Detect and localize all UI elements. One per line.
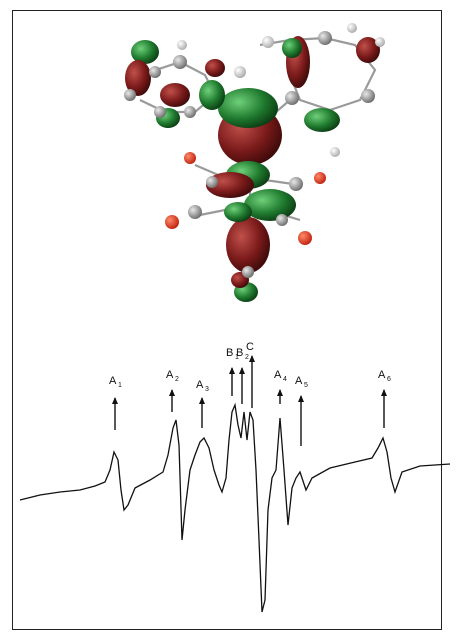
orbital-lobe xyxy=(244,189,296,221)
peak-label-subscript: 4 xyxy=(283,376,287,383)
peak-label: A xyxy=(109,375,117,387)
arrow-up-icon xyxy=(249,355,255,362)
orbital-lobe xyxy=(224,202,252,222)
orbital-lobe xyxy=(131,40,159,64)
orbital-lobe xyxy=(218,88,278,128)
arrow-up-icon xyxy=(298,395,304,402)
peak-label-subscript: 1 xyxy=(118,382,122,389)
orbital-lobe xyxy=(206,172,254,198)
arrow-up-icon xyxy=(381,389,387,396)
orbital-lobe xyxy=(356,37,380,63)
molecule-orbital-illustration xyxy=(124,23,385,302)
orbital-lobe xyxy=(199,80,225,110)
peak-label-subscript: 1 xyxy=(235,354,239,361)
peak-label: B xyxy=(226,347,233,359)
spectrum-trace xyxy=(19,402,451,613)
arrow-up-icon xyxy=(229,367,235,374)
peak-label: B xyxy=(236,347,243,359)
peak-label: A xyxy=(274,369,282,381)
atoms xyxy=(124,23,385,278)
orbital-lobe xyxy=(205,59,225,77)
peak-label-subscript: 3 xyxy=(205,386,209,393)
peak-label-subscript: 5 xyxy=(304,382,308,389)
arrow-up-icon xyxy=(169,389,175,396)
peak-label: A xyxy=(378,369,386,381)
peak-marker-c: C xyxy=(246,341,255,408)
orbital-lobe xyxy=(282,38,302,58)
peak-label: A xyxy=(196,379,204,391)
arrow-up-icon xyxy=(239,367,245,374)
peak-label: A xyxy=(295,375,303,387)
orbital-lobe xyxy=(160,83,190,107)
peak-label: A xyxy=(166,369,174,381)
peak-label-subscript: 6 xyxy=(387,376,391,383)
orbital-lobe xyxy=(125,60,151,96)
peak-label: C xyxy=(246,341,254,353)
peak-label-subscript: 2 xyxy=(175,376,179,383)
arrow-up-icon xyxy=(199,397,205,404)
orbital-lobe xyxy=(304,108,340,132)
arrow-up-icon xyxy=(112,397,118,404)
peak-label-subscript: 2 xyxy=(245,354,249,361)
arrow-up-icon xyxy=(277,389,283,396)
orbital-lobe xyxy=(226,217,270,273)
